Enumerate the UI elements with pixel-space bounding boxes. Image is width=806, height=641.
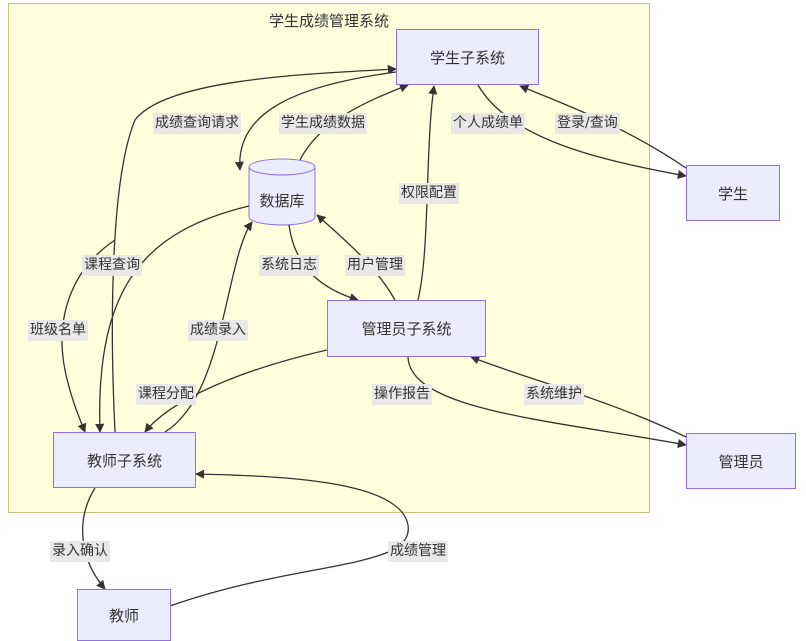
database-cylinder <box>248 158 316 226</box>
edge-user-management <box>316 214 396 301</box>
edge-label-student-grade-data: 学生成绩数据 <box>279 113 367 134</box>
edge-label-system-maintenance: 系统维护 <box>524 384 584 405</box>
edge-label-grade-management: 成绩管理 <box>388 541 448 562</box>
subgraph-title: 学生成绩管理系统 <box>268 12 389 30</box>
edge-operation-report <box>407 356 687 448</box>
edge-entry-confirm <box>82 487 106 590</box>
edge-label-system-log: 系统日志 <box>259 255 319 276</box>
edge-label-course-query: 课程查询 <box>82 255 142 276</box>
node-database-label: 数据库 <box>259 192 305 210</box>
edge-label-grade-entry: 成绩录入 <box>188 320 248 341</box>
node-teacher: 教师 <box>77 589 171 641</box>
edge-label-user-management: 用户管理 <box>345 255 405 276</box>
edge-grade-management <box>169 469 409 607</box>
edge-label-operation-report: 操作报告 <box>372 384 432 405</box>
edge-personal-report <box>477 84 687 179</box>
edge-label-course-assignment: 课程分配 <box>136 384 196 405</box>
edge-label-grade-query-request: 成绩查询请求 <box>153 113 241 134</box>
edge-course-assignment <box>144 349 328 433</box>
node-admin-subsystem: 管理员子系统 <box>327 300 486 357</box>
node-student-subsystem: 学生子系统 <box>396 29 539 85</box>
edge-student-to-database <box>234 71 397 171</box>
edge-label-class-roster: 班级名单 <box>28 320 88 341</box>
node-student: 学生 <box>686 165 780 221</box>
node-teacher-subsystem: 教师子系统 <box>53 432 196 488</box>
edge-grade-query-request <box>111 64 397 433</box>
edge-label-entry-confirm: 录入确认 <box>50 541 110 562</box>
edge-label-permission-config: 权限配置 <box>399 183 459 204</box>
edge-label-login-query: 登录/查询 <box>555 113 620 134</box>
edge-label-personal-report: 个人成绩单 <box>451 113 525 134</box>
node-admin: 管理员 <box>686 433 796 489</box>
